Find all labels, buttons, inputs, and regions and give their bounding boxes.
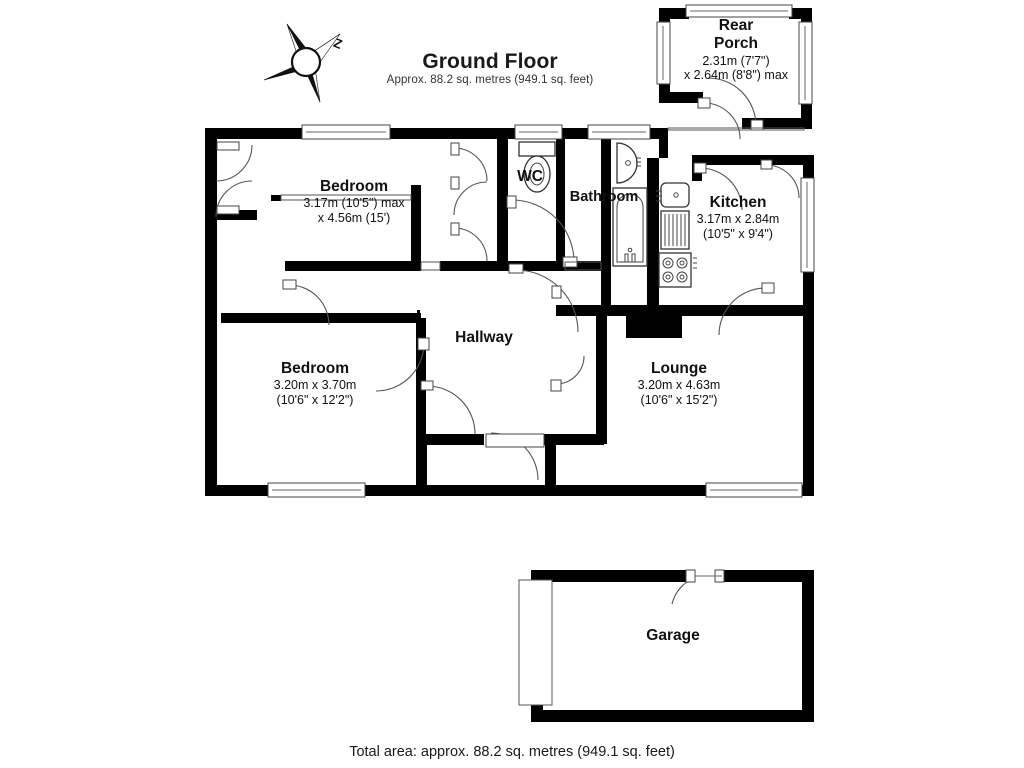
draining-board-fixture: [660, 210, 690, 250]
room-label-rear-porch: Rear Porch 2.31m (7'7") x 2.64m (8'8") m…: [646, 17, 826, 83]
room-dims-bedroom-2-2: (10'6" x 12'2"): [276, 393, 354, 408]
hob-fixture: [658, 252, 697, 288]
room-name-bedroom-2: Bedroom: [280, 360, 350, 377]
room-label-bedroom-2: Bedroom 3.20m x 3.70m (10'6" x 12'2"): [248, 360, 382, 408]
garage-door: [518, 579, 553, 706]
thin-partitions: [280, 127, 805, 271]
doors: [215, 77, 800, 481]
room-name-kitchen: Kitchen: [709, 194, 767, 211]
total-area-text: Total area: approx. 88.2 sq. metres (949…: [349, 744, 675, 760]
room-name-wc: WC: [517, 168, 543, 185]
room-dims-bedroom-1-2: x 4.56m (15'): [317, 211, 391, 226]
room-name-rear-porch: Rear: [718, 17, 754, 34]
washbasin-fixture: [616, 142, 641, 184]
compass-rose-icon: [263, 23, 341, 103]
room-label-garage: Garage: [618, 627, 728, 645]
room-dims-rear-porch-2: x 2.64m (8'8") max: [683, 68, 789, 83]
room-dims-lounge-1: 3.20m x 4.63m: [637, 378, 721, 393]
room-name-rear-porch-2: Porch: [714, 35, 758, 53]
room-name-bathroom: Bathroom: [569, 189, 639, 205]
toilet-fixture: [518, 141, 556, 193]
room-name-garage: Garage: [646, 627, 700, 644]
room-dims-kitchen-2: (10'5" x 9'4"): [703, 227, 773, 242]
page-subtitle: Approx. 88.2 sq. metres (949.1 sq. feet): [386, 74, 594, 86]
room-label-bedroom-1: Bedroom 3.17m (10'5") max x 4.56m (15'): [265, 178, 443, 226]
chimney-breast: [626, 313, 682, 338]
internal-walls: [217, 128, 814, 496]
room-label-kitchen: Kitchen 3.17m x 2.84m (10'5" x 9'4"): [668, 194, 808, 242]
room-dims-bedroom-1-1: 3.17m (10'5") max: [303, 196, 405, 211]
room-name-bedroom-1: Bedroom: [319, 178, 389, 195]
garage-pedestrian-door: [671, 569, 725, 605]
room-dims-rear-porch-1: 2.31m (7'7"): [702, 53, 770, 68]
room-label-wc: WC: [495, 168, 565, 186]
room-label-lounge: Lounge 3.20m x 4.63m (10'6" x 15'2"): [612, 360, 746, 408]
sink-fixture: [656, 182, 690, 208]
room-label-bathroom: Bathroom: [548, 189, 660, 206]
room-dims-kitchen-1: 3.17m x 2.84m: [696, 212, 780, 227]
garage-walls: [531, 570, 814, 722]
page-title: Ground Floor: [422, 50, 558, 73]
bathtub-fixture: [612, 187, 648, 267]
room-label-hallway: Hallway: [432, 329, 536, 347]
room-name-hallway: Hallway: [455, 329, 513, 346]
room-name-lounge: Lounge: [651, 360, 707, 377]
room-dims-bedroom-2-1: 3.20m x 3.70m: [273, 378, 357, 393]
windows: [267, 4, 815, 498]
room-dims-lounge-2: (10'6" x 15'2"): [640, 393, 718, 408]
